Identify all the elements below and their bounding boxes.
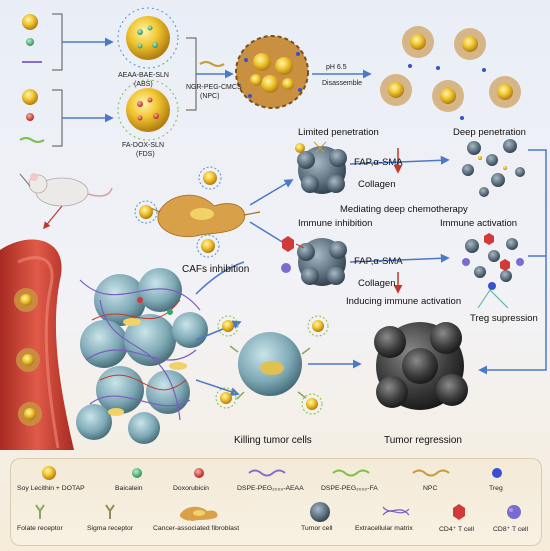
immune-activation-label: Immune activation <box>440 218 518 229</box>
legend-doxorubicin: Doxorubicin <box>173 485 209 492</box>
cd4-t-cell-small <box>282 236 294 252</box>
fap-label-2: FAP,α-SMA <box>354 256 403 267</box>
fds-particle-small-3 <box>215 387 237 409</box>
collagen-label-1: Collagen <box>358 179 396 190</box>
dspe-fa-icon <box>332 469 370 477</box>
regressed-tumor <box>374 322 468 410</box>
cd8-icon <box>507 505 521 519</box>
caf-icon <box>179 506 218 521</box>
sigma-receptor-icon <box>105 504 115 519</box>
disassemble-label: Disassemble <box>322 80 363 87</box>
tumor-regression-label: Tumor regression <box>384 435 462 446</box>
legend-tumor: Tumor cell <box>301 525 333 532</box>
abs-particle-small-2 <box>134 200 158 224</box>
disassembled-npc <box>380 26 521 120</box>
legend-npc: NPC <box>423 485 438 492</box>
baicalein-ball-top <box>26 38 34 46</box>
caf-fibroblast <box>145 194 261 238</box>
inducing-label: Inducing immune activation <box>346 296 462 307</box>
legend-panel: Soy Lecithin + DOTAP Baicalein Doxorubic… <box>10 458 542 546</box>
tumor-cell-icon <box>310 502 330 522</box>
single-tumor-cell <box>229 332 311 400</box>
abs-abbr-label: (ABS) <box>134 81 153 88</box>
doxorubicin-icon <box>194 468 204 478</box>
legend-dspe-fa: DSPE-PEG₂₀₀₀-FA <box>321 485 378 492</box>
tumor-cluster-limited <box>295 141 347 194</box>
tumor-scattered-deep <box>462 139 525 197</box>
fds-abbr-label: (FDS) <box>136 151 155 158</box>
npc-name-label: NGR-PEG-CMCS <box>186 84 242 91</box>
npc-icon <box>412 469 450 477</box>
legend-dspe-aeaa: DSPE-PEG₂₀₀₀-AEAA <box>237 485 304 492</box>
doxorubicin-ball-top <box>26 113 34 121</box>
cd8-t-cell-small <box>281 263 291 273</box>
abs-particle-small-3 <box>196 234 220 258</box>
ph-label: pH 6.5 <box>326 64 347 71</box>
fds-name-label: FA-DOX-SLN <box>122 142 165 149</box>
mediating-label: Mediating deep chemotherapy <box>340 204 468 215</box>
collagen-label-2: Collagen <box>358 278 396 289</box>
killing-tumor-label: Killing tumor cells <box>234 435 312 446</box>
tumor-mass-microenvironment <box>76 268 208 444</box>
fap-label-1: FAP,α-SMA <box>354 157 403 168</box>
treg-icon <box>492 468 502 478</box>
abs-nanoparticle <box>117 7 179 69</box>
folate-receptor-icon <box>35 504 45 519</box>
npc-abbr-label: (NPC) <box>200 93 220 100</box>
legend-treg: Treg <box>489 485 503 492</box>
mouse-illustration <box>19 173 113 230</box>
abs-particle-small-1 <box>198 166 222 190</box>
legend-soy: Soy Lecithin + DOTAP <box>17 485 85 492</box>
fds-particle-small-2 <box>307 315 329 337</box>
ecm-icon <box>382 506 410 516</box>
soy-lecithin-icon <box>42 466 56 480</box>
fds-nanoparticle <box>117 79 179 141</box>
cd4-icon <box>453 504 465 520</box>
legend-sigma: Sigma receptor <box>87 525 134 532</box>
treg-suppression-label: Treg supression <box>470 313 538 324</box>
dspe-aeaa-icon <box>248 469 286 477</box>
blood-vessel <box>0 239 74 450</box>
fds-particle-small-1 <box>217 315 239 337</box>
soy-lecithin-ball-bottom <box>22 89 38 105</box>
legend-cd8: CD8⁺ T cell <box>493 526 529 533</box>
baicalein-icon <box>132 468 142 478</box>
abs-name-label: AEAA-BAE-SLN <box>118 72 169 79</box>
legend-folate: Folate receptor <box>17 525 63 532</box>
cafs-inhibition-label: CAFs inhibition <box>182 264 250 275</box>
tumor-scattered-activated <box>462 233 524 290</box>
legend-cd4: CD4⁺ T cell <box>439 526 475 533</box>
legend-ecm: Extracellular matrix <box>355 525 413 532</box>
tumor-cluster-inhibited <box>297 238 347 286</box>
fds-particle-small-4 <box>301 393 323 415</box>
npc-coated-cluster <box>235 35 309 109</box>
legend-baicalein: Baicalein <box>115 485 143 492</box>
soy-lecithin-ball-top <box>22 14 38 30</box>
immune-inhibition-label: Immune inhibition <box>298 218 373 229</box>
deep-penetration-label: Deep penetration <box>453 127 526 138</box>
limited-penetration-label: Limited penetration <box>298 127 379 138</box>
legend-caf: Cancer-associated fibroblast <box>153 525 240 532</box>
